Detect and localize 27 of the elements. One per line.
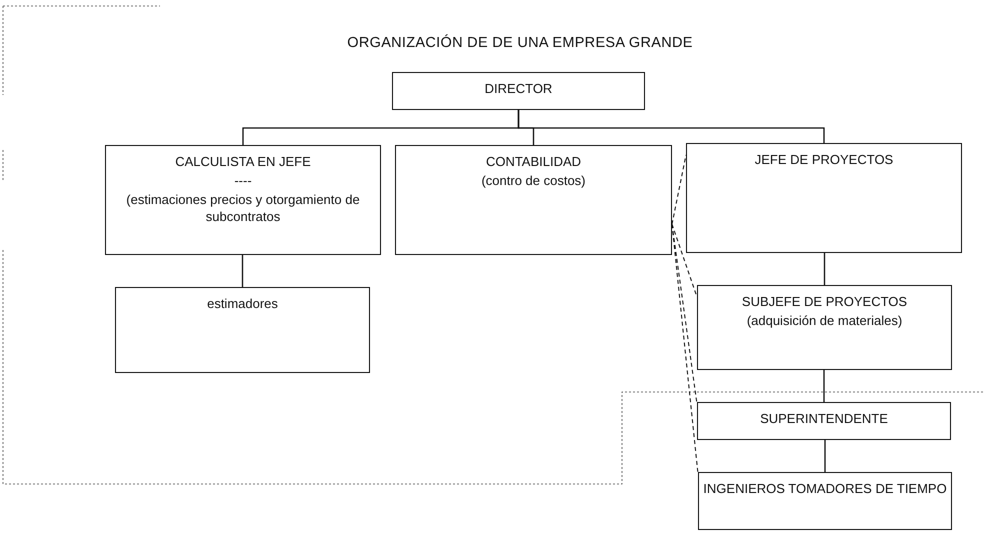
- box-text: ----: [233, 172, 253, 189]
- org-box: [105, 145, 381, 255]
- org-box: [395, 145, 672, 255]
- org-box: [697, 285, 952, 370]
- connector-line: [823, 370, 825, 402]
- box-heading: SUPERINTENDENTE: [759, 410, 889, 427]
- connector-line: [242, 255, 244, 287]
- connector-line: [518, 110, 825, 143]
- box-text: (contro de costos): [480, 172, 587, 189]
- org-box: [392, 72, 645, 110]
- connector-line: [824, 253, 826, 285]
- dashed-connector: [672, 224, 698, 298]
- box-text: (estimaciones precios y otorgamiento de subcontratos: [125, 191, 361, 225]
- box-heading: INGENIEROS TOMADORES DE TIEMPO: [702, 480, 948, 497]
- org-box: [115, 287, 370, 373]
- box-text: (adquisición de materiales): [746, 312, 904, 329]
- org-box: [697, 402, 951, 440]
- box-heading: SUBJEFE DE PROYECTOS: [740, 293, 908, 310]
- box-heading: CONTABILIDAD: [484, 153, 582, 170]
- org-box: [686, 143, 962, 253]
- box-heading: JEFE DE PROYECTOS: [754, 151, 894, 168]
- org-box: [698, 472, 952, 530]
- diagram-title: ORGANIZACIÓN DE DE UNA EMPRESA GRANDE: [346, 35, 694, 51]
- box-heading: DIRECTOR: [484, 80, 554, 97]
- connector-line: [824, 440, 826, 472]
- box-heading: CALCULISTA EN JEFE: [174, 153, 312, 170]
- box-heading: estimadores: [206, 295, 279, 312]
